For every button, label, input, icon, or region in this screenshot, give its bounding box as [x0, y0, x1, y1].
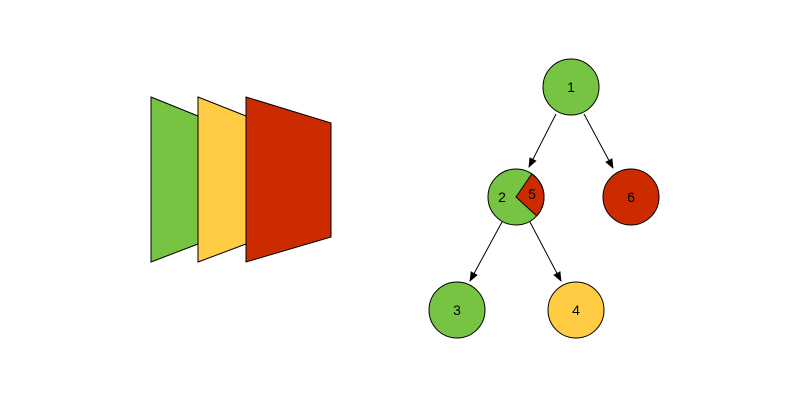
- node-4: 4: [547, 281, 605, 339]
- node-4-label: 4: [572, 302, 580, 318]
- tree-edges: [469, 113, 614, 282]
- node-3: 3: [428, 281, 486, 339]
- node-6-circle: [602, 168, 660, 226]
- layer-green: [150, 96, 199, 263]
- layer-red: [245, 96, 332, 263]
- node-6: 6: [602, 168, 660, 226]
- node-4-circle: [547, 281, 605, 339]
- layer-yellow: [197, 96, 247, 263]
- node-3-label: 3: [453, 302, 461, 318]
- layer-stack: [150, 96, 332, 263]
- edge-n1-n6: [583, 113, 614, 169]
- tree-nodes: 1 2 5 3 4 6: [428, 58, 660, 339]
- node-2-wedge: [515, 173, 545, 217]
- edge-n2-n3: [469, 221, 503, 282]
- edge-n2-n4: [529, 221, 562, 282]
- node-1: 1: [542, 58, 600, 116]
- node-2-wedge-label: 5: [528, 186, 536, 202]
- node-1-circle: [542, 58, 600, 116]
- node-3-circle: [428, 281, 486, 339]
- node-1-label: 1: [567, 79, 575, 95]
- edge-n1-n2: [528, 113, 557, 168]
- node-2-label: 2: [498, 189, 506, 205]
- node-2: 2 5: [487, 168, 545, 226]
- node-6-label: 6: [627, 189, 635, 205]
